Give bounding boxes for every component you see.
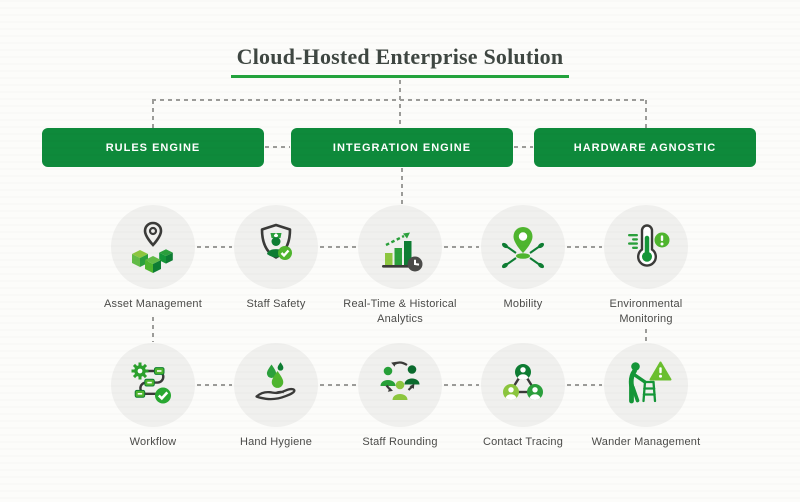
connector-rules-integration <box>265 146 290 148</box>
page-title: Cloud-Hosted Enterprise Solution <box>230 44 570 78</box>
connector-row2-3 <box>444 384 479 386</box>
module-label: Staff Safety <box>246 298 306 310</box>
environmental-monitoring-icon <box>628 224 670 267</box>
analytics-icon <box>382 232 423 272</box>
connector-row2-1 <box>197 384 232 386</box>
module-circle <box>111 343 195 427</box>
staff-safety-icon <box>260 223 292 260</box>
module-label: Wander Management <box>591 436 701 448</box>
module-label: Contact Tracing <box>482 436 564 448</box>
module-circle <box>604 205 688 289</box>
engine-box-integration: INTEGRATION ENGINE <box>291 128 513 167</box>
module-label: Workflow <box>129 436 177 448</box>
connector-drop-rules <box>152 100 154 129</box>
module-circle <box>481 205 565 289</box>
connector-row2-2 <box>320 384 356 386</box>
module-staff-rounding: Staff Rounding <box>325 343 475 450</box>
module-staff-safety: Staff Safety <box>201 205 351 312</box>
module-circle <box>604 343 688 427</box>
contact-tracing-icon <box>503 364 543 400</box>
module-circle <box>358 205 442 289</box>
module-analytics: Real-Time & Historical Analytics <box>325 205 475 327</box>
module-circle <box>234 343 318 427</box>
module-label: Real-Time & Historical Analytics <box>343 298 457 325</box>
connector-row1-4 <box>567 246 602 248</box>
module-label: Environmental Monitoring <box>609 298 683 325</box>
connector-row1-1 <box>197 246 232 248</box>
module-label: Mobility <box>503 298 543 310</box>
module-asset-management: Asset Management <box>78 205 228 312</box>
engine-box-rules: RULES ENGINE <box>42 128 264 167</box>
module-label: Hand Hygiene <box>239 436 313 448</box>
connector-bus-line <box>152 99 646 101</box>
engine-label-rules: RULES ENGINE <box>105 141 201 154</box>
connector-environmental-wander <box>645 329 647 342</box>
engine-box-hardware: HARDWARE AGNOSTIC <box>534 128 756 167</box>
module-contact-tracing: Contact Tracing <box>448 343 598 450</box>
connector-asset-workflow <box>152 317 154 342</box>
engine-label-hardware: HARDWARE AGNOSTIC <box>573 141 717 154</box>
wander-management-icon <box>628 361 672 404</box>
module-label: Staff Rounding <box>362 436 438 448</box>
connector-row2-4 <box>567 384 602 386</box>
connector-drop-hardware <box>645 100 647 129</box>
hand-hygiene-icon <box>255 362 296 401</box>
connector-row1-2 <box>320 246 356 248</box>
connector-integration-stem <box>401 168 403 206</box>
module-environmental-monitoring: Environmental Monitoring <box>571 205 721 327</box>
engine-label-integration: INTEGRATION ENGINE <box>332 141 472 154</box>
asset-management-icon <box>132 221 173 273</box>
module-mobility: Mobility <box>448 205 598 312</box>
connector-title-stem <box>399 80 401 128</box>
module-circle <box>358 343 442 427</box>
module-wander-management: Wander Management <box>571 343 721 450</box>
staff-rounding-icon <box>380 361 420 400</box>
mobility-icon <box>501 227 545 269</box>
title-wrap: Cloud-Hosted Enterprise Solution <box>0 44 800 78</box>
module-workflow: Workflow <box>78 343 228 450</box>
module-label: Asset Management <box>104 298 202 310</box>
module-circle <box>111 205 195 289</box>
connector-row1-3 <box>444 246 479 248</box>
module-circle <box>481 343 565 427</box>
module-circle <box>234 205 318 289</box>
connector-integration-hardware <box>514 146 533 148</box>
workflow-icon <box>131 362 171 404</box>
module-hand-hygiene: Hand Hygiene <box>201 343 351 450</box>
